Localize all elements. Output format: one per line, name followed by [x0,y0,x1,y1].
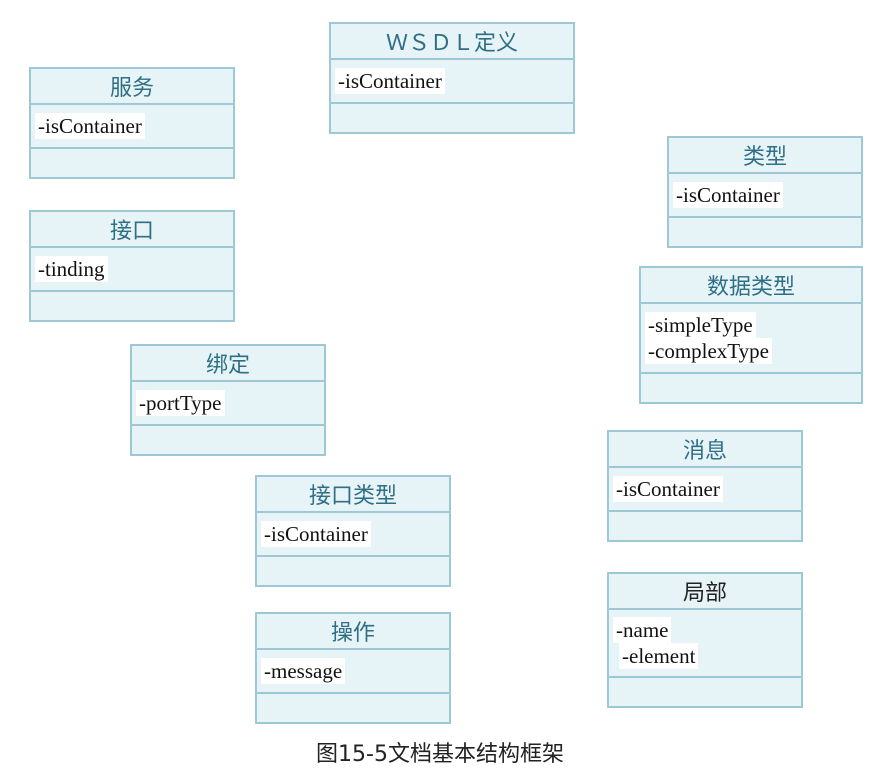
class-attributes: -isContainer [331,60,573,104]
class-box-porttype: 接口类型 -isContainer [255,475,451,587]
class-attribute: -isContainer [335,68,445,94]
class-box-service: 服务 -isContainer [29,67,235,179]
class-attribute: -isContainer [261,521,371,547]
class-attributes: -isContainer [669,174,861,218]
class-attributes: -isContainer [31,105,233,149]
class-operations [257,557,449,585]
class-attributes: -simpleType -complexType [641,304,861,374]
class-title: 操作 [257,614,449,650]
class-box-message: 消息 -isContainer [607,430,803,542]
class-operations [132,426,324,454]
class-attribute: -complexType [645,338,772,364]
class-attribute: -isContainer [673,182,783,208]
class-operations [257,694,449,722]
class-box-part: 局部 -name -element [607,572,803,708]
class-operations [669,218,861,246]
class-box-datatype: 数据类型 -simpleType -complexType [639,266,863,404]
class-operations [641,374,861,402]
class-attribute: -tinding [35,256,108,282]
class-box-types: 类型 -isContainer [667,136,863,248]
class-attribute: -isContainer [35,113,145,139]
class-operations [609,678,801,706]
class-attribute: -isContainer [613,476,723,502]
class-title: 绑定 [132,346,324,382]
class-box-wsdl-definition: ＷＳＤＬ定义 -isContainer [329,22,575,134]
class-attribute: -simpleType [645,312,756,338]
class-attributes: -isContainer [257,513,449,557]
class-box-interface: 接口 -tinding [29,210,235,322]
figure-caption: 图15-5文档基本结构框架 [316,742,564,767]
class-title: 接口类型 [257,477,449,513]
class-box-operation: 操作 -message [255,612,451,724]
class-attributes: -name -element [609,610,801,678]
class-title: 类型 [669,138,861,174]
class-attribute: -name [613,617,672,643]
class-attributes: -isContainer [609,468,801,512]
class-title: 数据类型 [641,268,861,304]
class-title: 消息 [609,432,801,468]
class-attributes: -message [257,650,449,694]
class-operations [331,104,573,132]
class-title: 接口 [31,212,233,248]
class-operations [31,149,233,177]
class-attribute: -element [619,643,699,669]
class-title: 服务 [31,69,233,105]
class-box-binding: 绑定 -portType [130,344,326,456]
class-operations [31,292,233,320]
class-attributes: -portType [132,382,324,426]
class-title: 局部 [609,574,801,610]
class-title: ＷＳＤＬ定义 [331,24,573,60]
class-attributes: -tinding [31,248,233,292]
class-attribute: -portType [136,390,225,416]
class-operations [609,512,801,540]
class-attribute: -message [261,658,346,684]
